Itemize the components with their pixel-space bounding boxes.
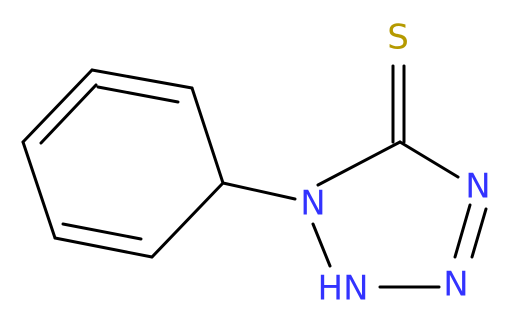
bond-c-n4 bbox=[398, 140, 460, 179]
bond-benzene-inner-2 bbox=[61, 222, 143, 241]
bond-benzene-3 bbox=[150, 181, 225, 259]
bond-benzene-1 bbox=[90, 68, 194, 90]
atom-label-s: S bbox=[387, 18, 409, 58]
bond-benzene-inner-1 bbox=[96, 85, 180, 104]
bond-n4-n3-b bbox=[470, 207, 488, 259]
bond-benzene-5 bbox=[21, 140, 57, 240]
atom-label-hn: HN bbox=[318, 269, 369, 309]
bond-benzene-6 bbox=[21, 68, 94, 144]
bond-benzene-4 bbox=[53, 236, 154, 259]
bond-phenyl-n bbox=[221, 181, 297, 201]
bond-n2-n1 bbox=[311, 222, 332, 268]
atom-label-n3: N bbox=[443, 265, 468, 305]
bond-n4-n3-a bbox=[453, 203, 472, 259]
atom-label-n1: N bbox=[300, 184, 325, 224]
atom-label-n4: N bbox=[465, 167, 490, 207]
bond-n1-c bbox=[316, 140, 402, 187]
bond-benzene-2 bbox=[190, 86, 225, 185]
bond-benzene-inner-3 bbox=[39, 83, 98, 145]
